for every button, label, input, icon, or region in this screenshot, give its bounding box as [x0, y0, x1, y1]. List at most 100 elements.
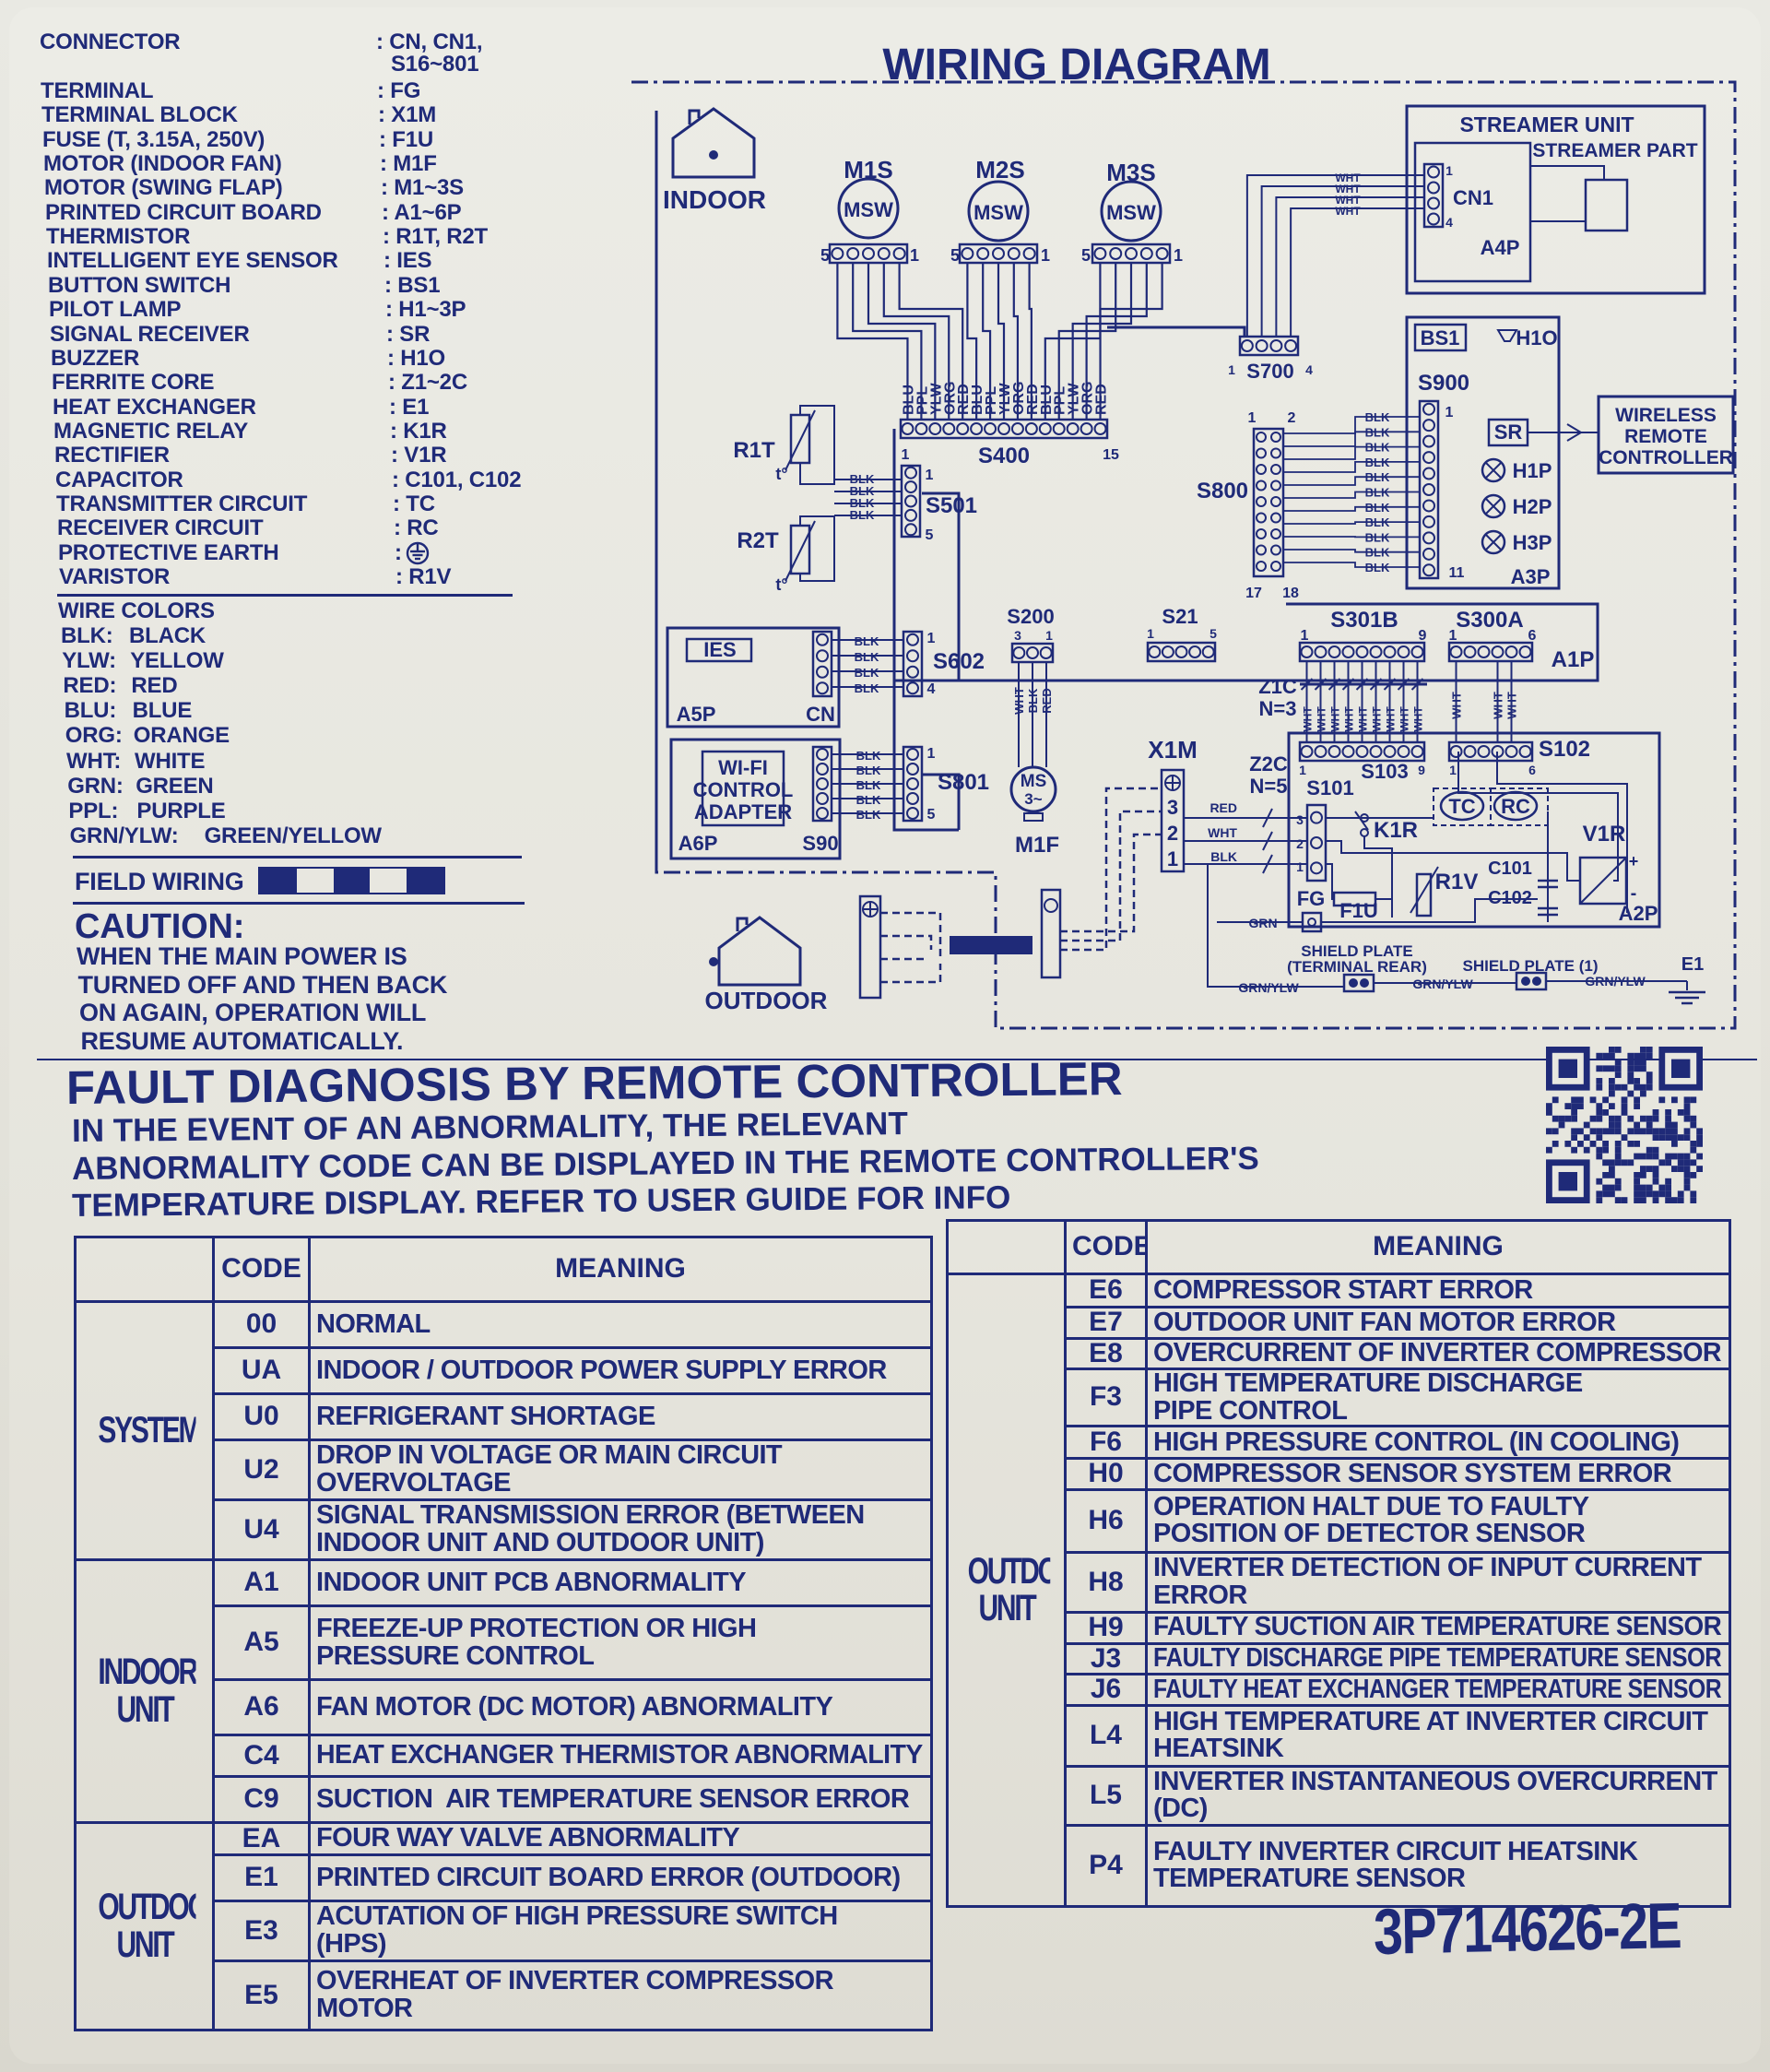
fault-meaning: FAN MOTOR (DC MOTOR) ABNORMALITY	[316, 1691, 833, 1722]
wire-color-code: ORG:	[65, 723, 123, 749]
diagram-label-m1f: M1F	[1015, 833, 1059, 858]
fault-meaning-cell: PRINTED CIRCUIT BOARD ERROR (OUTDOOR)	[308, 1853, 933, 1902]
diagram-label-0: WHT	[1012, 687, 1026, 715]
wire-color-name: BLUE	[132, 698, 193, 724]
legend-component-name: TRANSMITTER CIRCUIT	[56, 491, 308, 516]
diagram-label-s200: S200	[1007, 605, 1054, 628]
diagram-label-p5: 5	[927, 807, 936, 823]
fault-code: H0	[1064, 1457, 1148, 1491]
wire-color-name: PURPLE	[136, 798, 226, 823]
diagram-label-z2c: Z2C	[1249, 752, 1288, 776]
outdoor-house-icon	[709, 916, 802, 987]
wire-color-code: GRN/YLW:	[69, 823, 179, 848]
legend-component-name: BUZZER	[51, 345, 140, 371]
diagram-label-s800: S800	[1197, 479, 1248, 503]
fault-code: J3	[1064, 1641, 1148, 1676]
diagram-label-grn-ylw: GRN/YLW	[1585, 974, 1646, 989]
fault-diagnosis-title: FAULT DIAGNOSIS BY REMOTE CONTROLLER	[65, 1052, 1123, 1114]
diagram-label-msw: MSW	[844, 198, 893, 221]
fault-meaning-cell: INDOOR UNIT PCB ABNORMALITY	[308, 1558, 933, 1607]
diagram-label-p1: 1	[1296, 859, 1304, 874]
diagram-label-blk: BLK	[1365, 441, 1390, 455]
fault-meaning: OVERCURRENT OF INVERTER COMPRESSOR	[1153, 1338, 1722, 1368]
legend-component-ref: : H1~3P	[385, 297, 466, 323]
wireless-remote-box	[1528, 395, 1735, 475]
outdoor-terminal-block	[858, 894, 882, 1000]
diagram-label-11: PPL	[1053, 386, 1068, 415]
fault-meaning: ACUTATION OF HIGH PRESSURE SWITCH (HPS)	[316, 1901, 838, 1959]
legend-component-name: MOTOR (INDOOR FAN)	[43, 151, 282, 177]
diagram-label-wht: WHT	[1302, 706, 1315, 732]
diagram-label-c101: C101	[1488, 858, 1532, 879]
diagram-label-p17: 17	[1245, 586, 1262, 601]
fault-meaning-cell: HEAT EXCHANGER THERMISTOR ABNORMALITY	[308, 1734, 933, 1778]
fault-meaning-cell: OVERCURRENT OF INVERTER COMPRESSOR	[1145, 1336, 1731, 1371]
legend-component-name: FERRITE CORE	[52, 370, 215, 396]
legend-component-ref: : R1T, R2T	[383, 224, 489, 250]
fault-meaning-cell: INDOOR / OUTDOOR POWER SUPPLY ERROR	[308, 1346, 933, 1395]
fault-code: UA	[212, 1346, 311, 1395]
s21-connector	[1146, 641, 1217, 663]
fault-meaning-cell: FAN MOTOR (DC MOTOR) ABNORMALITY	[308, 1678, 933, 1736]
diagram-label-wireless-2: REMOTE	[1624, 426, 1707, 447]
diagram-label-p1: 1	[902, 447, 910, 463]
fault-code: H6	[1064, 1487, 1148, 1554]
diagram-label-blk: BLK	[856, 764, 881, 777]
diagram-label-p1: 1	[926, 468, 934, 483]
diagram-label-13: ORG	[1080, 382, 1096, 415]
legend-component-name: SIGNAL RECEIVER	[50, 321, 250, 347]
diagram-label-s102: S102	[1539, 737, 1590, 762]
legend-component-name: VARISTOR	[59, 564, 171, 589]
diagram-label-wht: WHT	[1335, 172, 1361, 184]
fault-meaning: FAULTY DISCHARGE PIPE TEMPERATURE SENSOR	[1153, 1643, 1722, 1674]
legend-component-name: RECEIVER CIRCUIT	[57, 515, 264, 541]
fault-meaning: FAULTY INVERTER CIRCUIT HEATSINK TEMPERA…	[1153, 1836, 1638, 1894]
fault-code: EA	[212, 1821, 311, 1856]
legend-component-ref: : FG	[377, 78, 421, 103]
diagram-label-m2s: M2S	[975, 156, 1024, 184]
diagram-label-1: PPL	[914, 386, 930, 415]
legend-component-name: PRINTED CIRCUIT BOARD	[45, 199, 322, 225]
fault-meaning: OPERATION HALT DUE TO FAULTY POSITION OF…	[1153, 1491, 1589, 1549]
swing-motor-3	[1100, 180, 1162, 243]
diagram-label-s103: S103	[1361, 760, 1408, 783]
diagram-label-p2: 2	[1288, 410, 1296, 426]
diagram-label-1: BLK	[1026, 688, 1040, 713]
fault-meaning: SIGNAL TRANSMISSION ERROR (BETWEEN INDOO…	[316, 1500, 865, 1557]
diagram-label-blk: BLK	[1365, 470, 1390, 484]
diagram-label-a3p: A3P	[1511, 565, 1551, 588]
capacitors	[1538, 811, 1558, 922]
caution-line: TURNED OFF AND THEN BACK	[77, 970, 448, 999]
diagram-label-p1: 1	[1248, 410, 1257, 426]
diagram-label-s101: S101	[1306, 776, 1353, 799]
diagram-label-8: ORG	[1011, 382, 1027, 415]
header-code: CODE	[1064, 1219, 1148, 1275]
s602-connector	[902, 630, 924, 698]
fault-code: E8	[1064, 1336, 1148, 1371]
legend-component-ref: : CN, CN1,	[376, 30, 483, 54]
qr-code[interactable]	[1546, 1047, 1703, 1203]
legend-component-name: MOTOR (SWING FLAP)	[44, 175, 283, 201]
legend-divider	[73, 902, 525, 905]
diagram-label-p1: 1	[1446, 405, 1454, 420]
fault-meaning-cell: FAULTY DISCHARGE PIPE TEMPERATURE SENSOR	[1145, 1641, 1731, 1676]
fault-meaning: FAULTY HEAT EXCHANGER TEMPERATURE SENSOR	[1153, 1674, 1722, 1704]
diagram-label-r1v: R1V	[1435, 870, 1479, 894]
wire-color-name: GREEN/YELLOW	[204, 823, 382, 848]
diagram-label-ms: MS	[1021, 772, 1047, 791]
